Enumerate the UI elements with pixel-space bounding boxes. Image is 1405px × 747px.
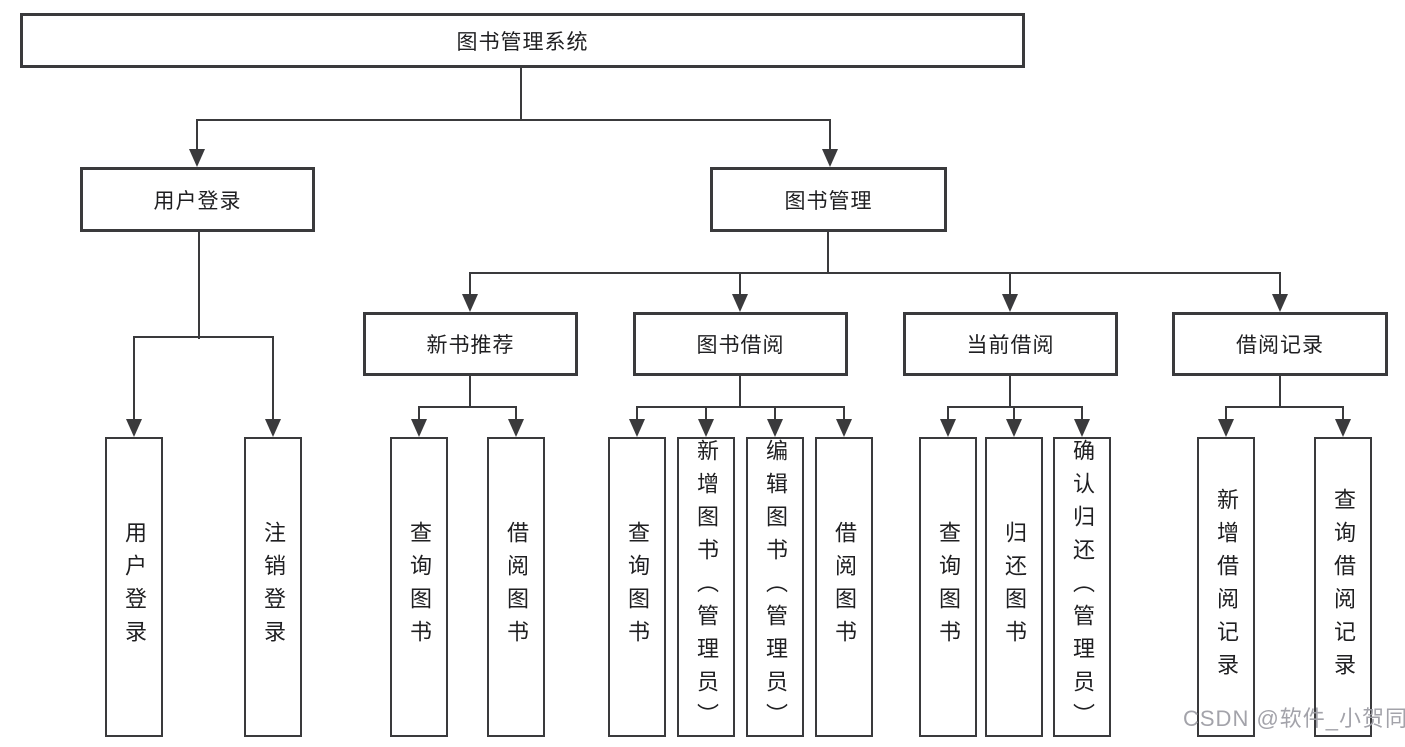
arrowhead-icon [462,294,478,312]
line-segment [469,272,1281,274]
leaf-records-query-record: 查询借阅记录 [1314,437,1372,737]
leaf-borrowing-add-books-admin: 新增图书（管理员） [677,437,735,737]
line-segment [196,119,198,151]
line-segment [418,406,420,421]
leaf-borrowing-query-books: 查询图书 [608,437,666,737]
node-user-login: 用户登录 [80,167,315,232]
line-segment [520,68,522,121]
arrowhead-icon [508,419,524,437]
line-segment [1342,406,1344,421]
line-segment [739,376,741,408]
line-segment [843,406,845,421]
arrowhead-icon [732,294,748,312]
leaf-label: 查询图书 [936,521,961,653]
leaf-newbooks-query-books: 查询图书 [390,437,448,737]
arrowhead-icon [940,419,956,437]
leaf-label: 查询图书 [625,521,650,653]
leaf-current-query-books: 查询图书 [919,437,977,737]
arrowhead-icon [1218,419,1234,437]
line-segment [515,406,517,421]
line-segment [197,119,831,121]
line-segment [705,406,707,421]
line-segment [947,406,949,421]
arrowhead-icon [767,419,783,437]
line-segment [272,336,274,421]
arrowhead-icon [698,419,714,437]
line-segment [469,272,471,296]
node-current-borrowing: 当前借阅 [903,312,1118,376]
node-new-book-recommendation: 新书推荐 [363,312,578,376]
line-segment [739,272,741,296]
node-book-borrowing: 图书借阅 [633,312,848,376]
line-segment [133,336,274,338]
line-segment [1009,376,1011,408]
node-label: 借阅记录 [1236,334,1324,357]
leaf-records-add-record: 新增借阅记录 [1197,437,1255,737]
line-segment [418,406,517,408]
line-segment [636,406,845,408]
node-book-management: 图书管理 [710,167,947,232]
leaf-label: 注销登录 [261,521,286,653]
csdn-watermark: CSDN @软件_小贺同学 [1183,706,1405,731]
line-segment [1279,272,1281,296]
leaf-label: 借阅图书 [504,521,529,653]
line-segment [1225,406,1344,408]
line-segment [1279,376,1281,408]
arrowhead-icon [822,149,838,167]
leaf-logout: 注销登录 [244,437,302,737]
line-segment [469,376,471,408]
line-segment [774,406,776,421]
leaf-label: 确认归还（管理员） [1070,438,1095,736]
node-borrowing-records: 借阅记录 [1172,312,1388,376]
line-segment [1013,406,1015,421]
arrowhead-icon [411,419,427,437]
leaf-borrowing-borrow-books: 借阅图书 [815,437,873,737]
line-segment [1225,406,1227,421]
leaf-label: 新增图书（管理员） [694,438,719,736]
leaf-label: 编辑图书（管理员） [763,438,788,736]
line-segment [133,336,135,421]
node-label: 当前借阅 [966,334,1055,357]
line-segment [198,232,200,339]
node-label: 图书管理 [784,189,873,213]
arrowhead-icon [836,419,852,437]
node-label: 图书管理系统 [456,30,589,54]
leaf-newbooks-borrow-books: 借阅图书 [487,437,545,737]
line-segment [829,119,831,151]
leaf-borrowing-edit-books-admin: 编辑图书（管理员） [746,437,804,737]
leaf-label: 新增借阅记录 [1214,488,1239,686]
arrowhead-icon [1002,294,1018,312]
leaf-label: 用户登录 [122,521,147,653]
leaf-label: 查询图书 [407,521,432,653]
line-segment [947,406,1083,408]
line-segment [636,406,638,421]
arrowhead-icon [629,419,645,437]
leaf-label: 归还图书 [1002,521,1027,653]
arrowhead-icon [265,419,281,437]
node-label: 用户登录 [153,189,242,213]
arrowhead-icon [1335,419,1351,437]
leaf-current-return-books: 归还图书 [985,437,1043,737]
arrowhead-icon [189,149,205,167]
line-segment [1081,406,1083,421]
arrowhead-icon [126,419,142,437]
node-label: 新书推荐 [426,334,515,357]
line-segment [1009,272,1011,296]
arrowhead-icon [1272,294,1288,312]
arrowhead-icon [1074,419,1090,437]
node-label: 图书借阅 [696,334,785,357]
leaf-label: 查询借阅记录 [1331,488,1356,686]
arrowhead-icon [1006,419,1022,437]
leaf-user-login: 用户登录 [105,437,163,737]
leaf-current-confirm-return-admin: 确认归还（管理员） [1053,437,1111,737]
line-segment [827,232,829,274]
leaf-label: 借阅图书 [832,521,857,653]
node-library-management-system: 图书管理系统 [20,13,1025,68]
